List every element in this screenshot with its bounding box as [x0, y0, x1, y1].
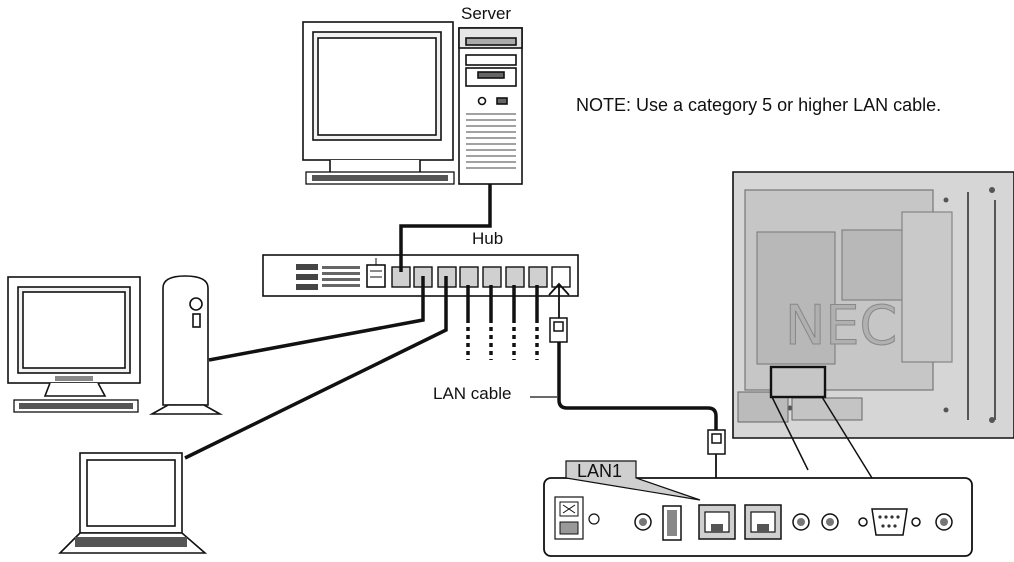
server-hub-cable	[399, 184, 492, 272]
note-text: NOTE: Use a category 5 or higher LAN cab…	[576, 95, 942, 115]
server-keyboard	[305, 171, 455, 185]
lan1-label: LAN1	[577, 461, 623, 481]
lan1-callout	[565, 460, 701, 501]
lan-cable	[557, 342, 718, 430]
port-inset-panel	[543, 460, 973, 557]
monitor-logo: NEC	[785, 294, 897, 357]
rj45-connector-icon	[549, 317, 568, 343]
laptop-icon	[58, 452, 208, 554]
hub-client-cable	[208, 276, 425, 362]
display-rear-panel: NEC	[732, 171, 1014, 439]
server-label: Server	[461, 4, 512, 23]
client-tower	[148, 275, 224, 415]
server-monitor	[302, 21, 454, 177]
hub-unused-cables	[466, 285, 539, 360]
hub-label: Hub	[472, 229, 504, 248]
client-monitor	[7, 276, 141, 397]
hub-connect-arrow	[548, 282, 570, 320]
server-tower	[458, 27, 523, 185]
rj45-connector-icon-display	[707, 429, 726, 455]
port-highlight	[769, 365, 827, 399]
hub-laptop-cable	[184, 276, 448, 460]
hub-ports	[391, 266, 571, 288]
lan-cable-label: LAN cable	[433, 384, 512, 403]
zoom-lines	[771, 396, 873, 479]
client-keyboard	[13, 399, 139, 413]
